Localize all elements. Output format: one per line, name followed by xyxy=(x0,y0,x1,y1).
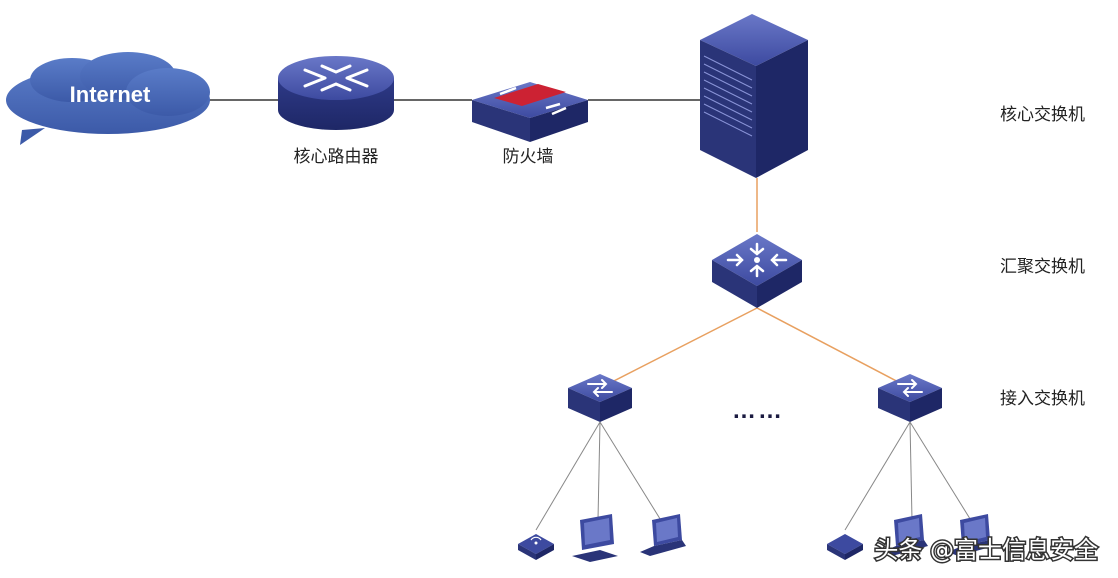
laptop-icon xyxy=(948,514,994,556)
access-switch-tier-label: 接入交换机 xyxy=(1000,389,1085,409)
link-access-right-laptop xyxy=(909,421,973,523)
link-access-right-pc xyxy=(909,421,913,521)
internet-label: Internet xyxy=(70,82,151,107)
access-switch-right-icon xyxy=(878,374,942,422)
link-access-right-ap xyxy=(844,421,911,531)
laptop-icon xyxy=(882,514,928,556)
more-switches-ellipsis: …… xyxy=(732,397,784,424)
link-access-left-pc xyxy=(597,421,601,521)
desktop-pc-icon xyxy=(572,514,618,562)
link-aggregation-access-right xyxy=(756,307,907,387)
internet-cloud-icon: Internet xyxy=(6,52,210,145)
access-switch-left-icon xyxy=(568,374,632,422)
wireless-ap-icon xyxy=(827,534,863,560)
core-switch-icon xyxy=(700,14,808,178)
aggregation-switch-icon xyxy=(712,234,802,308)
core-switch-tier-label: 核心交换机 xyxy=(1000,105,1085,125)
links xyxy=(205,99,973,531)
link-aggregation-access-left xyxy=(603,307,758,387)
watermark: 头条 @富士信息安全 xyxy=(874,536,1098,564)
firewall-icon xyxy=(472,82,588,142)
core-router-icon xyxy=(278,56,394,130)
link-access-left-ap xyxy=(535,421,601,531)
link-access-left-laptop xyxy=(599,421,663,523)
laptop-icon xyxy=(640,514,686,556)
core-router-label: 核心路由器 xyxy=(294,147,379,167)
wireless-ap-icon xyxy=(518,534,554,560)
aggregation-switch-tier-label: 汇聚交换机 xyxy=(1000,257,1085,277)
firewall-label: 防火墙 xyxy=(503,147,554,167)
